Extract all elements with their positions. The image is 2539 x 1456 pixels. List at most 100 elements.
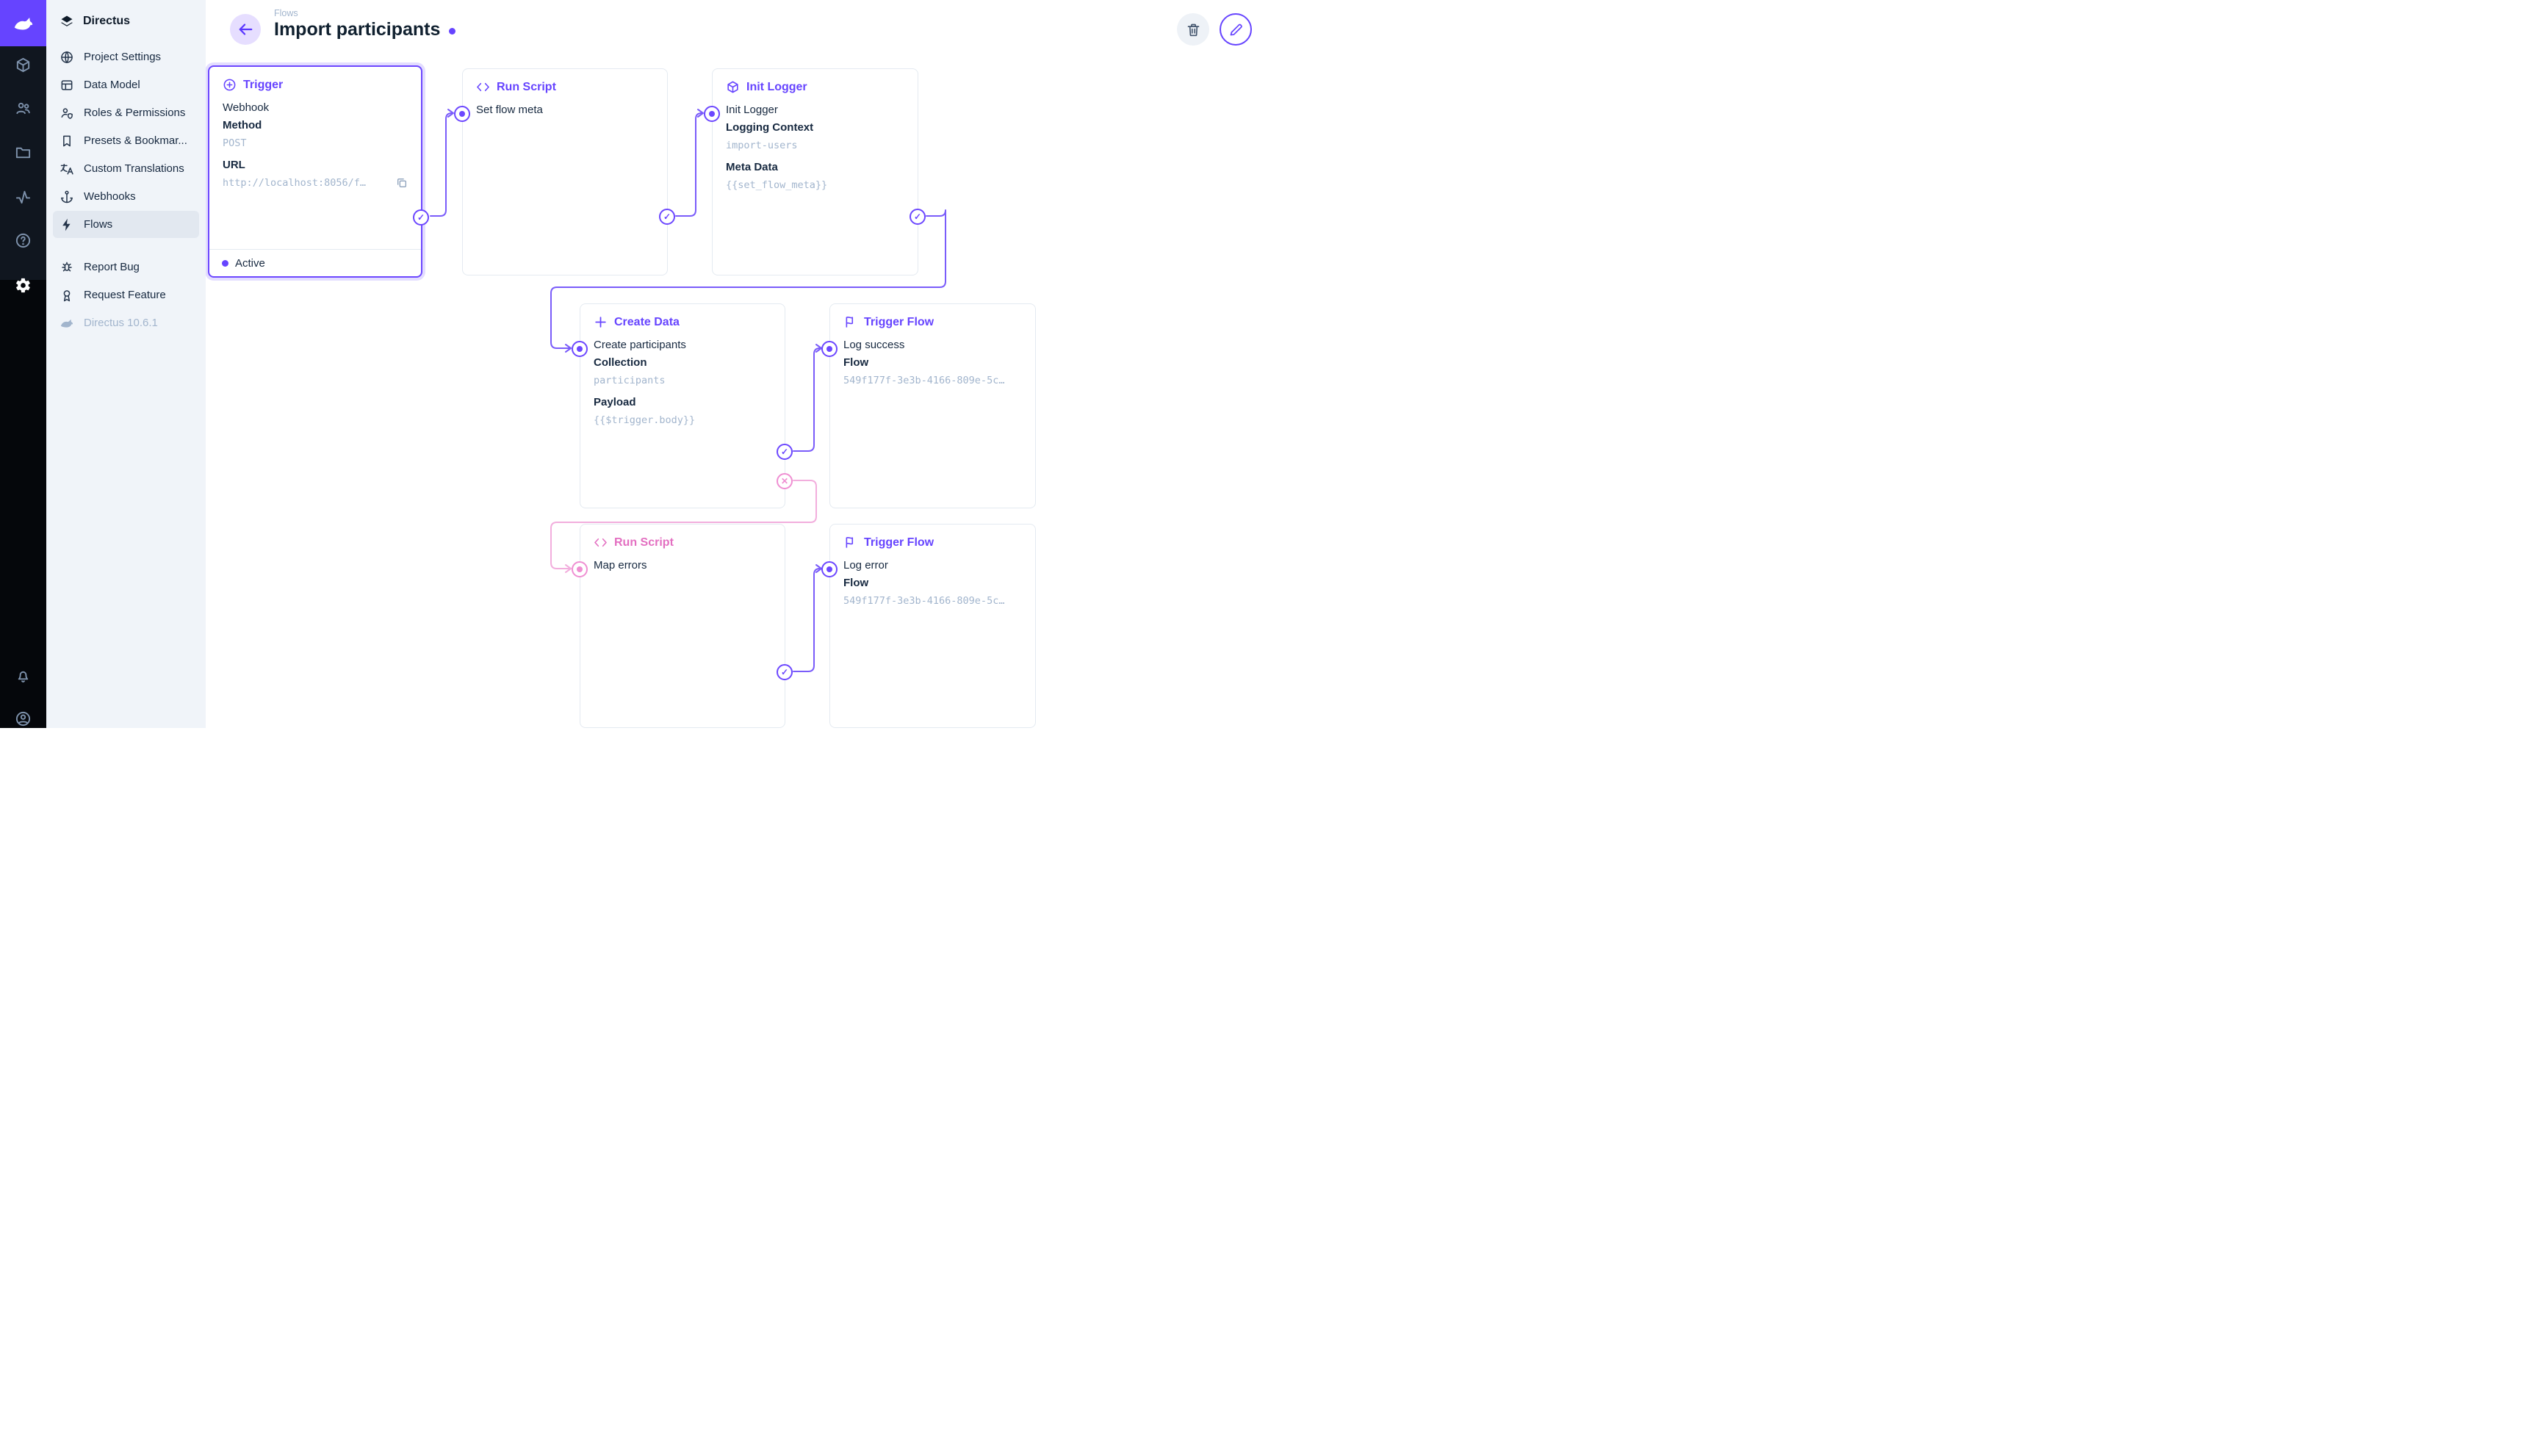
panel-header: Run Script [463,69,667,101]
flow-panel-run-script-2[interactable]: Run Script Map errors ✓ [572,524,793,728]
insights-module-icon[interactable] [14,188,32,206]
wire-arrow [815,344,822,353]
input-connector[interactable] [821,561,838,577]
directus-logo[interactable] [0,0,46,46]
code-icon [594,538,607,547]
flow-panel-create-data[interactable]: Create Data Create participants Collecti… [572,303,793,508]
flow-panel-init-logger[interactable]: Init Logger Init Logger Logging Context … [704,68,926,275]
input-connector[interactable] [454,106,470,122]
sidebar-item-flows[interactable]: Flows [53,211,199,238]
flow-canvas[interactable]: Trigger Webhook Method POST URL http://l… [206,0,1270,728]
panel-row: Flow [843,577,869,589]
app-window: Directus Project Settings Data Model Rol… [0,0,1270,728]
panel-row: {{set_flow_meta}} [726,179,828,191]
panel-body: Webhook Method POST URL http://localhost… [209,98,421,191]
wire-createdata-resolve-to-triggerflow [793,347,821,452]
panel-title: Create Data [614,315,680,328]
input-connector[interactable] [572,561,588,577]
panel-row: Flow [843,356,869,369]
panel-body: Log success Flow 549f177f-3e3b-4166-809e… [830,336,1035,389]
account-icon[interactable] [14,710,32,728]
sidebar-item-label: Flows [84,218,113,231]
panel-row: Method [223,119,262,131]
panel-header: Trigger Flow [830,304,1035,336]
copy-icon[interactable] [396,177,408,189]
wire-arrow [565,344,572,353]
flow-panel-trigger-flow-success[interactable]: Trigger Flow Log success Flow 549f177f-3… [821,303,1036,508]
input-connector[interactable] [572,341,588,357]
sidebar-item-label: Roles & Permissions [84,107,186,119]
trigger-status: Active [209,249,421,276]
flow-editor: Flows Import participants [206,0,1270,728]
panel-row: participants [594,375,666,386]
resolve-connector[interactable]: ✓ [777,444,793,460]
trigger-icon [223,79,236,91]
sidebar-item-label: Custom Translations [84,162,184,175]
sidebar-item-data-model[interactable]: Data Model [53,71,199,98]
nav-sidebar: Directus Project Settings Data Model Rol… [46,0,206,728]
rabbit-icon [60,319,73,328]
notifications-icon[interactable] [14,667,32,685]
flag-icon [846,536,854,548]
docs-module-icon[interactable] [14,231,32,250]
content-module-icon[interactable] [14,56,32,74]
panel-body: Map errors [580,556,785,574]
unsaved-indicator-dot [449,27,456,35]
sidebar-item-label: Presets & Bookmar... [84,134,187,147]
resolve-connector[interactable]: ✓ [910,209,926,225]
wire-arrow [447,109,454,118]
flow-panel-trigger[interactable]: Trigger Webhook Method POST URL http://l… [208,65,429,278]
flow-panel-trigger-flow-error[interactable]: Trigger Flow Log error Flow 549f177f-3e3… [821,524,1036,728]
pencil-icon [1230,24,1242,35]
resolve-connector[interactable]: ✓ [659,209,675,225]
wire-trigger-to-runscript1 [430,112,453,217]
panel-title: Init Logger [746,80,807,93]
plus-icon [595,317,606,328]
reject-connector[interactable]: ✕ [777,473,793,489]
panel-row: Log success [843,339,905,351]
panel-header: Create Data [580,304,785,336]
input-connector[interactable] [821,341,838,357]
back-button[interactable] [230,14,261,45]
version-label: Directus 10.6.1 [84,317,158,329]
panel-title: Trigger [243,78,284,91]
sidebar-item-report-bug[interactable]: Report Bug [53,253,199,281]
sidebar-item-roles-permissions[interactable]: Roles & Permissions [53,99,199,126]
active-status-label: Active [235,256,265,270]
project-header[interactable]: Directus [46,0,206,43]
project-name: Directus [83,15,131,27]
bookmark-icon [63,135,71,146]
edit-flow-button[interactable] [1220,13,1252,46]
delete-flow-button[interactable] [1177,13,1209,46]
active-status-dot [222,259,228,267]
users-module-icon[interactable] [14,99,32,118]
flow-panel-run-script-1[interactable]: Run Script Set flow meta ✓ [454,68,675,275]
award-icon [63,289,71,301]
sidebar-item-label: Project Settings [84,51,162,63]
files-module-icon[interactable] [14,143,32,162]
sidebar-item-presets-bookmarks[interactable]: Presets & Bookmar... [53,127,199,154]
panel-body: Set flow meta [463,101,667,118]
globe-icon [61,51,73,63]
panel-row: http://localhost:8056/f… [223,175,408,191]
sidebar-item-custom-translations[interactable]: Custom Translations [53,155,199,182]
panel-header: Trigger Flow [830,525,1035,556]
bolt-icon [62,218,71,231]
panel-row: 549f177f-3e3b-4166-809e-5c… [843,595,1005,607]
settings-module-icon[interactable] [14,276,32,295]
input-connector[interactable] [704,106,720,122]
code-icon [477,82,489,92]
page-title: Import participants [274,19,456,40]
sidebar-item-project-settings[interactable]: Project Settings [53,43,199,71]
breadcrumb[interactable]: Flows [274,8,298,18]
sidebar-item-request-feature[interactable]: Request Feature [53,281,199,309]
panel-row: URL [223,159,245,171]
resolve-connector[interactable]: ✓ [777,664,793,680]
sidebar-item-webhooks[interactable]: Webhooks [53,183,199,210]
panel-title: Trigger Flow [864,315,934,328]
panel-row: Logging Context [726,121,814,134]
resolve-connector[interactable]: ✓ [413,209,429,226]
panel-row: {{$trigger.body}} [594,414,696,426]
wire-arrow [565,564,572,573]
panel-row: Meta Data [726,161,778,173]
